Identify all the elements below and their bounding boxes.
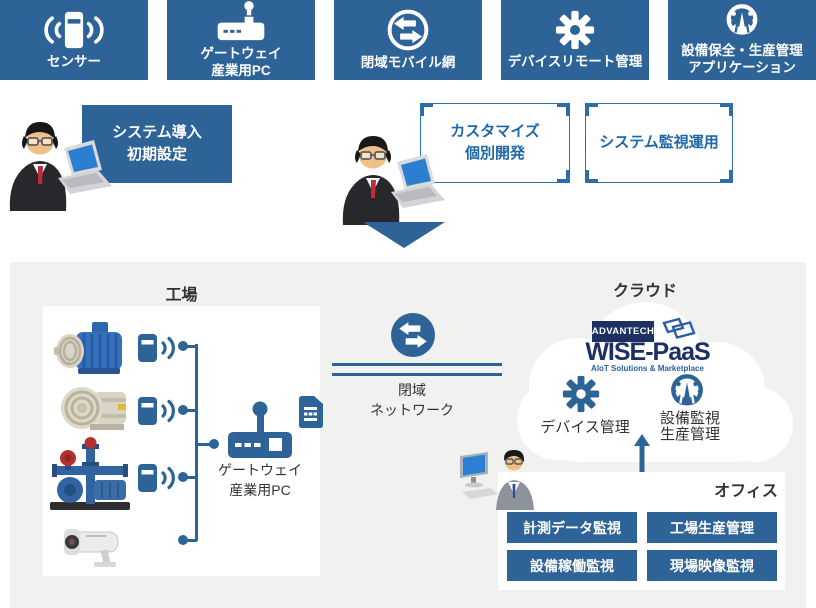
connection-dot: [178, 535, 188, 545]
system-monitoring-operation-box: システム監視運用: [585, 103, 733, 183]
wise-paas-tagline: AIoT Solutions & Marketplace: [591, 364, 704, 373]
gear-icon: [562, 375, 600, 413]
gauge-icon: [726, 3, 758, 35]
wireless-sensor-icon: [138, 334, 175, 362]
cctv-camera-image: [64, 529, 119, 567]
gear-icon: [555, 10, 595, 49]
network-line: [332, 363, 502, 366]
gauge-icon: [671, 374, 703, 406]
top-box-device-remote-management: デバイスリモート管理: [501, 0, 649, 80]
blower-image: [61, 387, 126, 430]
connector-line: [197, 442, 213, 446]
factory-production-management-button: 工場生産管理: [647, 512, 777, 543]
connector-line: [186, 408, 197, 412]
equipment-operation-monitoring-button: 設備稼働監視: [507, 550, 637, 581]
top-box-closed-mobile-network: 閉域モバイル網: [334, 0, 482, 80]
top-box-gateway: ゲートウェイ 産業用PC: [167, 0, 315, 80]
advantech-logo-mark: [662, 317, 696, 339]
top-box-application: 設備保全・生産管理 アプリケーション: [668, 0, 816, 80]
top-box-label: センサー: [47, 53, 101, 69]
engineer-with-laptop-illustration: [8, 121, 112, 212]
top-box-label: デバイスリモート管理: [507, 53, 643, 69]
pump-image: [50, 437, 130, 510]
transfer-arrows-icon: [387, 9, 429, 50]
measurement-data-monitoring-button: 計測データ監視: [507, 512, 637, 543]
connector-line: [186, 475, 197, 479]
wireless-sensor-icon: [138, 397, 175, 425]
top-box-label: 設備保全・生産管理 アプリケーション: [681, 42, 803, 75]
factory-gateway-label: ゲートウェイ 産業用PC: [218, 462, 302, 498]
cloud-title: クラウド: [612, 283, 677, 300]
transfer-arrows-icon: [391, 313, 435, 357]
connection-dot: [178, 472, 188, 482]
factory-title: 工場: [165, 287, 198, 304]
device-management-label: デバイス管理: [540, 419, 630, 436]
connection-dot: [178, 405, 188, 415]
customize-development-box: カスタマイズ 個別開発: [420, 103, 570, 183]
wise-paas-logo-text: WISE-PaaS: [585, 338, 710, 366]
equipment-monitoring-label: 設備監視 生産管理: [659, 410, 720, 443]
connector-line: [186, 344, 197, 348]
wireless-sensor-icon: [44, 11, 104, 48]
wireless-sensor-icon: [138, 464, 175, 492]
site-video-monitoring-button: 現場映像監視: [647, 550, 777, 581]
motor-image: [54, 322, 122, 374]
office-title: オフィス: [714, 483, 778, 500]
gateway-router-icon: [228, 401, 292, 458]
office-worker-at-computer-illustration: [460, 450, 534, 510]
top-box-label: 閉域モバイル網: [360, 54, 456, 70]
connector-bus-line: [195, 344, 198, 541]
connection-dot: [178, 341, 188, 351]
connector-line: [186, 538, 197, 542]
top-box-sensor: センサー: [0, 0, 148, 80]
engineer-with-laptop-illustration: [341, 135, 445, 226]
down-arrow: [363, 222, 445, 248]
network-line: [332, 373, 502, 376]
advantech-logo: ADVANTECH: [592, 321, 654, 342]
initial-setup-box: システム導入 初期設定: [82, 105, 232, 183]
connection-dot: [209, 439, 219, 449]
closed-network-label: 閉域 ネットワーク: [370, 382, 454, 418]
sim-card-icon: [299, 396, 323, 428]
gateway-router-icon: [217, 1, 265, 41]
top-box-label: ゲートウェイ 産業用PC: [200, 46, 282, 79]
